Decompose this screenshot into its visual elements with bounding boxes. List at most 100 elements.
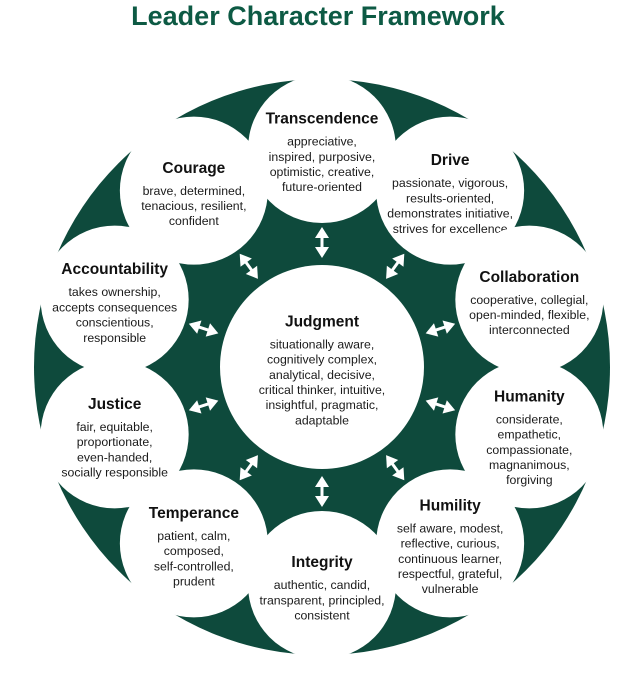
dimension-trait-line: continuous learner, [398,552,502,566]
arrow-head [315,247,329,258]
dimension-circle [40,225,189,374]
arrow-head [188,320,202,334]
dimension-trait-line: respectful, grateful, [398,567,503,581]
center-trait-line: insightful, pragmatic, [266,398,379,412]
dimension-trait-line: tenacious, resilient, [141,199,246,213]
dimension-trait-line: confident [169,214,219,228]
arrow-head [245,265,258,279]
arrow-head [188,400,202,414]
dimension-heading: Integrity [291,554,353,571]
dimension-trait-line: transparent, principled, [259,593,384,607]
arrow-head [245,455,258,469]
dimension-drive: Drive passionate, vigorous,results-orient… [376,116,525,265]
arrow-head [315,496,329,507]
dimension-trait-line: self aware, modest, [397,521,504,535]
arrow-head [315,227,329,238]
dimension-circle [376,469,525,618]
dimension-trait-line: demonstrates initiative, [387,207,513,221]
dimension-trait-line: interconnected [489,323,570,337]
center-trait-line: analytical, decisive, [269,368,375,382]
arrow-head [239,467,252,481]
dimension-trait-line: consistent [294,609,350,623]
dimension-circle [40,360,189,509]
dimension-trait-line: optimistic, creative, [270,165,375,179]
double-arrow [386,455,405,481]
double-arrow [239,455,258,481]
dimension-trait-line: composed, [164,544,224,558]
dimension-heading: Collaboration [479,269,579,286]
dimension-circle [455,360,604,509]
arrow-head [315,476,329,487]
arrow-head [386,455,399,469]
dimension-heading: Humility [420,497,482,514]
double-arrow [188,320,219,337]
dimension-circle [119,469,268,618]
center-heading: Judgment [285,313,359,330]
dimension-accountability: Accountability takes ownership,accepts co… [40,225,189,374]
dimension-trait-line: takes ownership, [69,285,161,299]
dimension-trait-line: vulnerable [422,582,479,596]
double-arrow [188,397,219,414]
dimension-circle [119,116,268,265]
double-arrow [239,253,258,279]
dimension-temperance: Temperance patient, calm,composed,self-co… [119,469,268,618]
arrow-head [205,397,219,411]
dimension-trait-line: forgiving [506,473,553,487]
dimension-trait-line: magnanimous, [489,458,570,472]
connector-arrows [188,227,456,507]
dimension-integrity: Integrity authentic, candid,transparent, … [248,511,396,659]
center-trait-line: cognitively complex, [267,353,377,367]
double-arrow [315,476,329,507]
arrow-head [386,265,399,279]
dimension-trait-line: prudent [173,575,215,589]
dimension-trait-line: reflective, curious, [401,537,500,551]
dimension-trait-line: authentic, candid, [274,578,370,592]
dimension-heading: Justice [88,396,142,413]
dimension-trait-line: future-oriented [282,180,362,194]
arrow-head [392,253,405,267]
dimension-trait-line: appreciative, [287,135,357,149]
dimension-heading: Humanity [494,388,565,405]
center-trait-line: adaptable [295,413,349,427]
dimension-trait-line: results-oriented, [406,191,494,205]
dimension-trait-line: socially responsible [61,466,168,480]
center-judgment: Judgment situationally aware, cognitively … [220,265,424,469]
dimension-circle [248,75,396,223]
dimension-heading: Drive [431,152,470,169]
dimension-trait-line: patient, calm, [157,529,230,543]
dimension-trait-line: self-controlled, [154,559,234,573]
dimension-trait-line: conscientious, [76,316,154,330]
dimension-circle [455,225,604,374]
arrow-head [442,400,456,414]
dimension-trait-line: passionate, vigorous, [392,176,508,190]
dimension-courage: Courage brave, determined,tenacious, resi… [119,116,268,265]
dimension-humility: Humility self aware, modest, reflective, c… [376,469,525,618]
arrow-head [442,320,456,334]
dimension-circle [376,116,525,265]
dimension-heading: Temperance [149,505,240,522]
dimension-heading: Courage [162,160,225,177]
center-trait-line: situationally aware, [270,337,375,351]
dimension-trait-line: considerate, [496,412,563,426]
dimension-trait-line: cooperative, collegial, [470,293,588,307]
double-arrow [425,397,456,414]
arrow-head [425,323,439,337]
dimension-circle [248,511,396,659]
dimension-heading: Accountability [61,261,168,278]
double-arrow [425,320,456,337]
dimension-trait-line: open-minded, flexible, [469,308,589,322]
double-arrow [386,253,405,279]
arrow-head [392,467,405,481]
dimension-trait-line: fair, equitable, [76,420,153,434]
dimension-trait-line: accepts consequences [52,300,177,314]
dimension-trait-line: strives for excellence [393,222,508,236]
dimension-trait-line: responsible [83,331,146,345]
center-circle [220,265,424,469]
dimension-trait-line: inspired, purposive, [269,150,376,164]
dimension-trait-line: brave, determined, [143,184,246,198]
arrow-head [205,323,219,337]
